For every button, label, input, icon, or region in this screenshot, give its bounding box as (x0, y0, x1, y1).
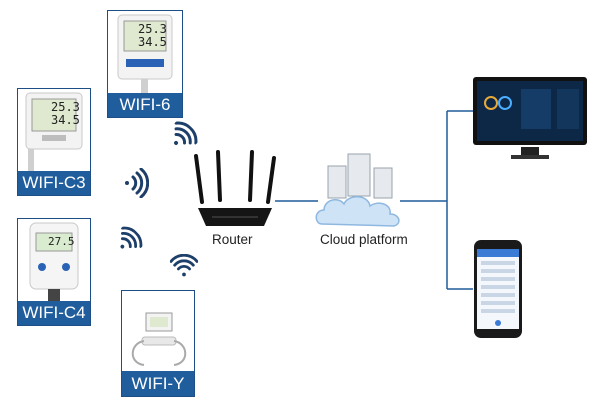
display-top: 25.3 (138, 22, 167, 36)
device-label: WIFI-6 (108, 93, 182, 117)
wifi-signal-icon (174, 121, 198, 145)
router-label: Router (212, 232, 253, 247)
wifi-signal-icon (125, 168, 149, 198)
monitor-icon (473, 77, 587, 159)
device-label: WIFI-C3 (18, 171, 90, 195)
display-bottom: 34.5 (138, 35, 167, 49)
wifi-signal-icon (170, 254, 198, 277)
display-bottom: 34.5 (51, 113, 80, 127)
sensor-image (117, 14, 173, 95)
display-top: 25.3 (51, 100, 80, 114)
sensor-image (25, 92, 83, 171)
sensor-image (29, 222, 79, 301)
device-card-wifi-c4: 27.5 WIFI-C4 (17, 218, 91, 326)
router-icon (194, 150, 276, 226)
device-card-wifi-6: 25.3 34.5 WIFI-6 (107, 10, 183, 118)
device-label: WIFI-C4 (18, 301, 90, 325)
phone-icon (474, 240, 522, 338)
cloud-platform-label: Cloud platform (320, 232, 408, 247)
cloud-server-icon (315, 153, 400, 227)
device-card-wifi-c3: 25.3 34.5 WIFI-C3 (17, 88, 91, 196)
display-value: 27.5 (48, 235, 75, 248)
device-label: WIFI-Y (122, 371, 194, 396)
wifi-signal-icon (120, 226, 143, 249)
sensor-image (131, 312, 187, 366)
device-card-wifi-y: WIFI-Y (121, 290, 195, 397)
